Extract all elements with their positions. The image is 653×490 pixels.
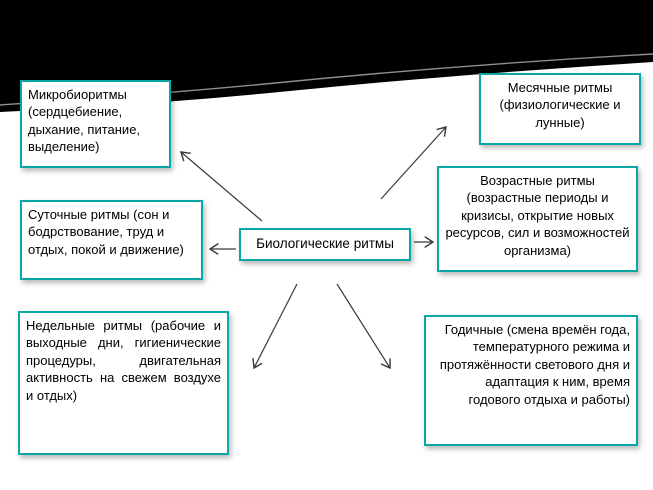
node-biological-rhythms-center: Биологические ритмы [239, 228, 411, 261]
node-microbiorhythms: Микробиоритмы (сердцебиение, дыхание, пи… [20, 80, 171, 168]
node-weekly-rhythms: Недельные ритмы (рабочие и выходные дни,… [18, 311, 229, 455]
node-daily-rhythms-label: Суточные ритмы (сон и бодрствование, тру… [28, 207, 184, 257]
node-weekly-rhythms-label: Недельные ритмы (рабочие и выходные дни,… [26, 318, 221, 403]
node-monthly-rhythms-label: Месячные ритмы (физиологические и лунные… [499, 80, 621, 130]
arrow-to-yearly [336, 283, 390, 368]
node-microbiorhythms-label: Микробиоритмы (сердцебиение, дыхание, пи… [28, 87, 141, 155]
arrow-to-weekly [254, 283, 298, 368]
node-age-rhythms: Возрастные ритмы (возрастные периоды и к… [437, 166, 638, 272]
node-daily-rhythms: Суточные ритмы (сон и бодрствование, тру… [20, 200, 203, 280]
node-monthly-rhythms: Месячные ритмы (физиологические и лунные… [479, 73, 641, 145]
node-age-rhythms-label: Возрастные ритмы (возрастные периоды и к… [445, 173, 630, 258]
center-node-label: Биологические ритмы [256, 236, 394, 252]
node-yearly-rhythms-label: Годичные (смена времён года, температурн… [439, 322, 630, 407]
node-yearly-rhythms: Годичные (смена времён года, температурн… [424, 315, 638, 446]
